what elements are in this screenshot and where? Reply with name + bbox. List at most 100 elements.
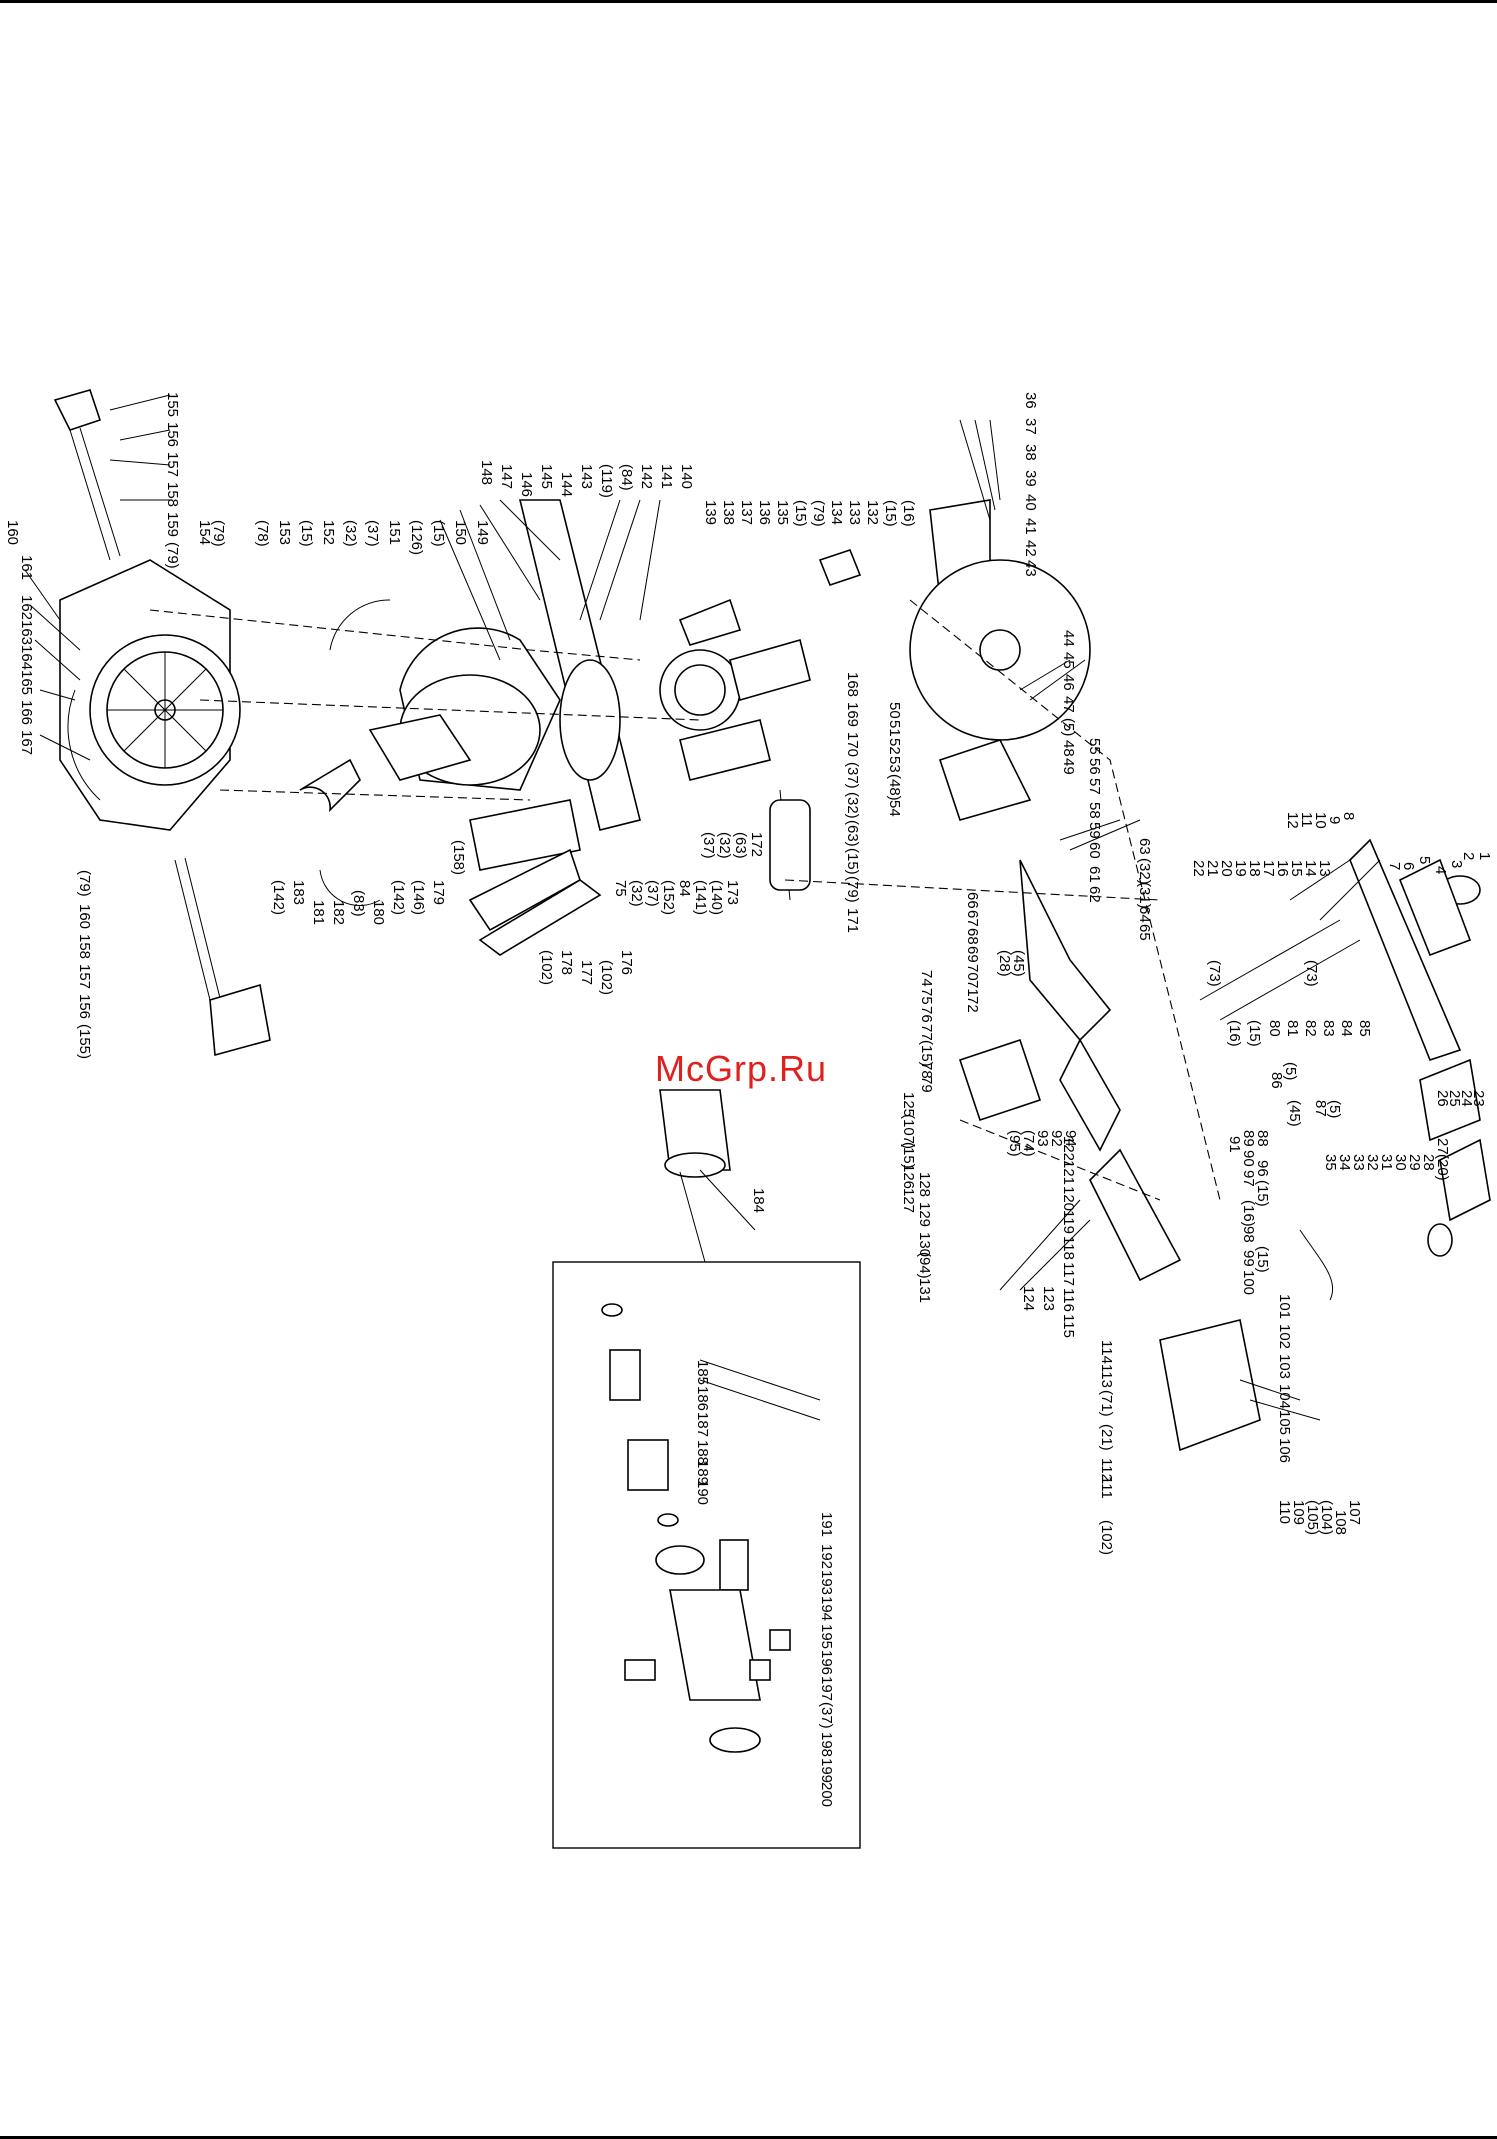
callout-label: 75	[918, 988, 935, 1005]
callout-label: 74	[918, 970, 935, 987]
callout-label: 19	[1232, 860, 1249, 877]
assembly-lines	[149, 599, 1221, 1201]
label-group-upper-left-lower: (79) 160 158 157 156 (155)	[76, 870, 93, 1059]
callout-label: 35	[1322, 1154, 1339, 1171]
callout-label: 16	[1274, 860, 1291, 877]
callout-label: (102)	[598, 960, 615, 995]
callout-label: 1	[1476, 852, 1493, 860]
callout-label: 156	[76, 994, 93, 1019]
callout-label: 110	[1276, 1500, 1293, 1524]
label-group-far-right-top: 1 2 3 4 5 6 7 8 9 10 11 12	[1284, 812, 1493, 874]
callout-label: 34	[1336, 1154, 1353, 1171]
label-group-far-right-handle: 23 24 25 26 27 (20) 28 29 30 31 32 33 34…	[1322, 1090, 1487, 1181]
callout-label: 27	[1434, 1138, 1451, 1155]
callout-label: 23	[1470, 1090, 1487, 1107]
motor-detail-inset	[552, 1261, 861, 1849]
callout-label: 108	[1332, 1510, 1349, 1535]
callout-label: 196	[818, 1650, 835, 1675]
callout-label: (15)	[1254, 1246, 1271, 1273]
callout-label: 116	[1060, 1288, 1077, 1312]
callout-label: 182	[330, 900, 347, 925]
callout-label: 166	[18, 700, 35, 725]
callout-label: (15)	[918, 1040, 935, 1067]
callout-label: 141	[658, 464, 675, 489]
callout-label: (32)	[628, 880, 645, 907]
wheel-housing-assembly	[53, 389, 271, 1057]
callout-label: 98	[1240, 1226, 1257, 1243]
callout-label: (94)	[916, 1252, 933, 1279]
label-group-right-pair: (45) (28)	[996, 950, 1027, 977]
label-group-right-top: 36 37 38 39 40 41 42 43	[1022, 392, 1039, 577]
callout-label: 148	[478, 460, 495, 485]
callout-label: (37)	[364, 520, 381, 547]
callout-label: 120	[1060, 1186, 1077, 1211]
motor-detail-parts	[601, 1303, 791, 1753]
label-group-right-box: 125 (107) (15) 126 127 128 129 130 (94) …	[900, 1092, 933, 1303]
callout-label: 92	[1048, 1130, 1065, 1147]
callout-label: (37)	[700, 832, 717, 859]
callout-label: (15)	[844, 848, 861, 875]
callout-label: 55	[1086, 738, 1103, 755]
callout-label: 113	[1098, 1364, 1115, 1388]
callout-label: (84)	[618, 464, 635, 491]
callout-label: 61	[1086, 866, 1103, 883]
callout-label: (73)	[1206, 960, 1223, 987]
callout-label: 18	[1246, 860, 1263, 877]
callout-label: 112	[1098, 1458, 1115, 1482]
callout-label: 186	[694, 1386, 711, 1411]
callout-label: (74)	[1020, 1130, 1037, 1157]
callout-label: 75	[612, 880, 629, 897]
callout-label: 65	[1136, 924, 1153, 941]
callout-label: (71)	[1098, 1390, 1115, 1417]
callout-label: 138	[720, 500, 737, 525]
callout-label: 54	[886, 800, 903, 817]
callout-label: 94	[1062, 1130, 1079, 1147]
callout-label: 143	[578, 464, 595, 489]
callout-label: 90	[1240, 1150, 1257, 1167]
callout-label: 8	[1340, 812, 1357, 820]
callout-label: 50	[886, 702, 903, 719]
guard-assembly	[299, 499, 641, 956]
label-group-right-middle: 63 (32) (31) 64 65	[1136, 838, 1153, 941]
callout-label: 6	[1400, 862, 1417, 870]
callout-label: (5)	[1282, 1062, 1299, 1080]
turntable-assembly	[659, 549, 862, 901]
label-group-right-guard: 50 51 52 53 (48) 54	[886, 702, 903, 817]
callout-label: 83	[1320, 1020, 1337, 1037]
callout-label: 151	[386, 520, 403, 545]
label-group-center-side: 168 169 170 (37) (32) (63) (15) (79) 171	[844, 672, 861, 933]
callout-label: 117	[1060, 1262, 1077, 1286]
callout-label: (31)	[1136, 882, 1153, 909]
callout-label: 178	[558, 950, 575, 975]
callout-label: 93	[1034, 1130, 1051, 1147]
label-group-right-bottom: 124 123 122 121 120 119 118 117 116 115	[1020, 1136, 1077, 1338]
label-group-right-blade: 44 45 46 47 (5) 48 49	[1060, 630, 1077, 775]
callout-label: 78	[918, 1062, 935, 1079]
callout-label: (32)	[1136, 858, 1153, 885]
callout-label: 29	[1406, 1154, 1423, 1171]
callout-label: 147	[498, 464, 515, 489]
callout-label: (79)	[76, 870, 93, 897]
callout-label: 123	[1040, 1286, 1057, 1311]
callout-label: 187	[694, 1412, 711, 1437]
label-group-upper-left-side: 160 161 162 163 164 165 166 167	[4, 520, 35, 755]
top-rule	[0, 0, 1497, 3]
callout-label: 183	[290, 880, 307, 905]
callout-label: 185	[694, 1360, 711, 1385]
callout-label: (37)	[818, 1702, 835, 1729]
callout-label: 163	[18, 620, 35, 645]
callout-label: 197	[818, 1676, 835, 1701]
callout-label: 14	[1302, 860, 1319, 877]
callout-label: 125	[900, 1092, 917, 1117]
callout-label: (15)	[882, 500, 899, 527]
callout-label: 171	[844, 908, 861, 933]
callout-label: 180	[370, 900, 387, 925]
callout-label: 172	[748, 832, 765, 857]
callout-label: 42	[1022, 540, 1039, 557]
callout-label: 165	[18, 670, 35, 695]
callout-label: 56	[1086, 758, 1103, 775]
callout-label: 68	[964, 928, 981, 945]
callout-label: 122	[1060, 1136, 1077, 1161]
callout-label: (152)	[660, 880, 677, 915]
callout-label: 194	[818, 1596, 835, 1621]
